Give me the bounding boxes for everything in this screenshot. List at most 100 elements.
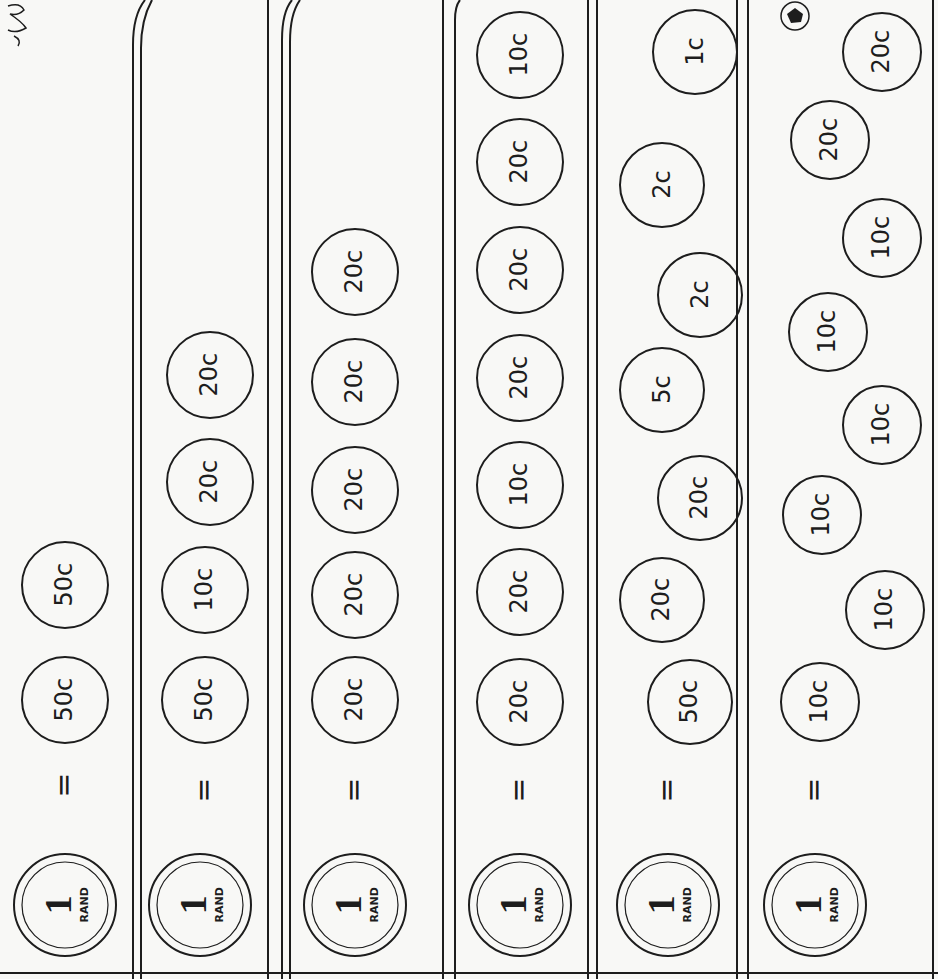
rotated-text: 20c [507, 356, 532, 400]
rand-coin: 1RAND [616, 853, 720, 957]
coin-circle: 20c [476, 226, 564, 314]
rotated-text: 50c [52, 563, 77, 607]
coin-word: RAND [369, 887, 381, 922]
rotated-text: 10c [869, 216, 894, 260]
rotated-text: 10c [872, 588, 897, 632]
rotated-text: 10c [507, 33, 532, 77]
coin-word: RAND [214, 887, 226, 922]
coin-value: 20c [817, 118, 842, 162]
coin-circle: 20c [476, 658, 564, 746]
rand-coin: 1RAND [303, 853, 407, 957]
coin-circle: 20c [476, 334, 564, 422]
rand-coin: 1RAND [763, 853, 867, 957]
coin-circle: 20c [311, 446, 399, 534]
coin-value: 20c [342, 360, 367, 404]
coin-value: 10c [809, 493, 834, 537]
rotated-text: 20c [342, 573, 367, 617]
coin-word: RAND [682, 887, 694, 922]
coin-value: 50c [52, 678, 77, 722]
rand-coin: 1RAND [148, 853, 252, 957]
coin-value: 1c [682, 38, 707, 66]
coin-word: RAND [534, 887, 546, 922]
coin-value: 1 [329, 896, 369, 915]
coin-circle: 10c [842, 385, 922, 465]
coin-value: 20c [507, 140, 532, 184]
equals-sign: = [340, 777, 370, 802]
coin-circle: 20c [842, 12, 922, 92]
coin-value: 10c [507, 33, 532, 77]
coin-value: 50c [52, 563, 77, 607]
coin-value: 20c [342, 573, 367, 617]
strip-border [141, 0, 152, 979]
coin-value: 10c [872, 588, 897, 632]
strip-border [442, 0, 444, 979]
rotated-text: 20c [197, 353, 222, 397]
coin-circle: 10c [476, 441, 564, 529]
coin-circle: 20c [657, 455, 743, 541]
coin-circle: 50c [647, 659, 733, 745]
coin-value: 20c [197, 353, 222, 397]
coin-value: 10c [869, 216, 894, 260]
coin-circle: 20c [476, 548, 564, 636]
coin-value: 10c [192, 568, 217, 612]
coin-circle: 20c [311, 228, 399, 316]
coin-circle: 10c [788, 292, 868, 372]
coin-value: 20c [342, 678, 367, 722]
rotated-text: 20c [342, 468, 367, 512]
strip-border [596, 0, 598, 979]
rotated-text: 20c [507, 570, 532, 614]
coin-circle: 20c [166, 331, 254, 419]
rotated-text: 1RAND [329, 887, 380, 922]
strip-border [747, 0, 749, 979]
coin-circle: 10c [842, 198, 922, 278]
rand-coin: 1RAND [13, 853, 117, 957]
coin-value: 20c [507, 680, 532, 724]
rotated-text: 10c [809, 493, 834, 537]
coin-circle: 2c [619, 142, 705, 228]
rotated-text: 10c [815, 310, 840, 354]
coin-value: 20c [197, 460, 222, 504]
coin-word: RAND [79, 887, 91, 922]
coin-value: 20c [649, 578, 674, 622]
strip-border [133, 0, 145, 979]
coin-value: 10c [807, 680, 832, 724]
strip-border [267, 0, 269, 979]
rotated-text: 1c [682, 38, 707, 66]
rotated-text: 10c [507, 463, 532, 507]
rotated-text: 20c [649, 578, 674, 622]
coin-value: 2c [687, 281, 712, 309]
equals-sign: = [800, 777, 830, 802]
coin-circle: 50c [161, 656, 249, 744]
equals-sign: = [50, 772, 80, 797]
coin-circle: 20c [790, 100, 870, 180]
strip-border [290, 0, 300, 979]
rotated-text: 1RAND [494, 887, 545, 922]
coin-circle: 10c [476, 11, 564, 99]
coin-value: 50c [677, 680, 702, 724]
coin-value: 1 [789, 896, 829, 915]
coin-circle: 50c [21, 656, 109, 744]
rotated-text: 1RAND [642, 887, 693, 922]
rotated-text: 20c [687, 476, 712, 520]
coin-value: 2c [649, 171, 674, 199]
coin-value: 10c [507, 463, 532, 507]
coin-value: 20c [687, 476, 712, 520]
scribble-fill [787, 8, 803, 23]
rand-coin: 1RAND [468, 853, 572, 957]
coin-circle: 20c [311, 338, 399, 426]
coin-circle: 20c [311, 656, 399, 744]
coin-circle: 5c [619, 347, 705, 433]
coin-value: 1 [642, 896, 682, 915]
coin-value: 20c [507, 248, 532, 292]
rotated-text: 20c [869, 30, 894, 74]
coin-value: 20c [342, 468, 367, 512]
coin-circle: 10c [845, 570, 925, 650]
rotated-text: 1RAND [789, 887, 840, 922]
rotated-text: 20c [507, 680, 532, 724]
coin-value: 20c [507, 356, 532, 400]
rotated-text: 20c [507, 140, 532, 184]
coin-value: 1 [494, 896, 534, 915]
strip-border [455, 0, 460, 979]
coin-value: 50c [192, 678, 217, 722]
